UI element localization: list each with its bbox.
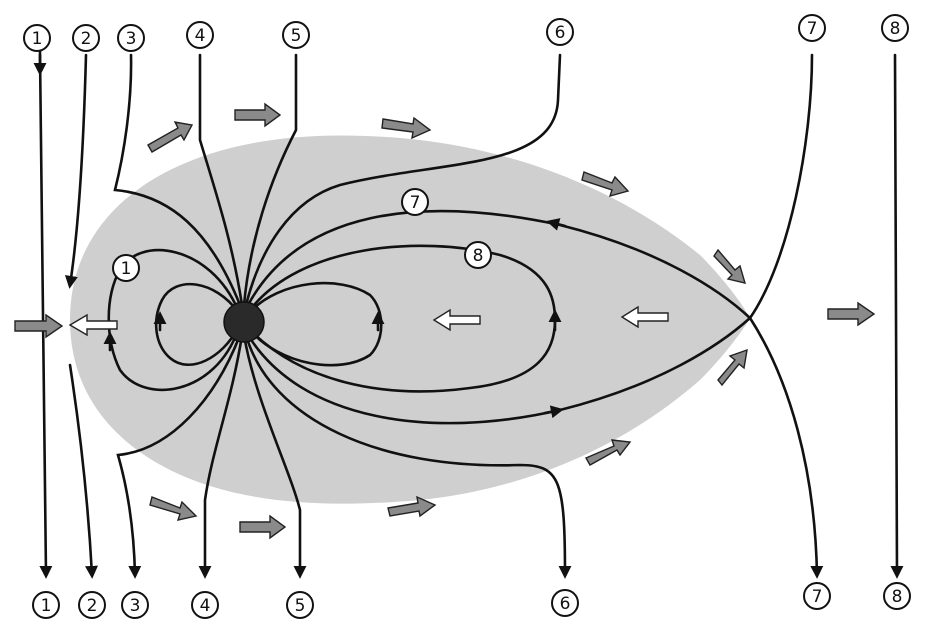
flow-arrow-top-1	[147, 121, 194, 153]
return-arrow-tail-near	[432, 308, 481, 332]
field-line-3-lower	[116, 333, 242, 579]
dipole-loop-left-outer	[107, 248, 240, 392]
top-label-2: 2	[72, 24, 100, 52]
field-line-7-top	[748, 53, 814, 320]
bottom-label-7: 7	[803, 582, 831, 610]
flow-arrow-bottom-2	[239, 514, 287, 540]
top-label-4: 4	[186, 21, 214, 49]
bottom-label-1: 1	[32, 591, 60, 619]
flow-arrow-bottom-4	[585, 439, 632, 466]
svg-text:3: 3	[130, 596, 141, 616]
plasma-return-flow-arrows	[68, 305, 669, 337]
bottom-label-4: 4	[191, 591, 219, 619]
field-line-7-inner-lower	[246, 316, 752, 425]
inner-label-8: 8	[464, 241, 492, 269]
field-line-1-outer	[38, 53, 53, 579]
svg-text:1: 1	[41, 596, 52, 616]
top-label-3: 3	[117, 24, 145, 52]
field-line-6-upper	[244, 53, 562, 307]
top-field-line-labels: 1 2 3 4 5 6 7 8	[23, 14, 909, 52]
inner-label-7: 7	[401, 188, 429, 216]
top-label-7: 7	[798, 14, 826, 42]
bottom-label-6: 6	[551, 589, 579, 617]
svg-text:8: 8	[473, 246, 484, 266]
svg-text:1: 1	[32, 29, 43, 49]
flow-arrow-bottom-3	[387, 495, 437, 518]
field-line-6-lower	[244, 333, 572, 579]
field-line-3-upper	[113, 53, 242, 307]
top-label-1: 1	[23, 24, 51, 52]
flow-arrow-right-outgoing	[827, 301, 876, 327]
field-line-7-arrow-upper	[546, 218, 567, 231]
field-line-7-arrow-lower	[543, 405, 564, 419]
top-label-5: 5	[282, 21, 310, 49]
top-label-6: 6	[546, 18, 574, 46]
flow-arrow-top-3	[381, 116, 432, 140]
dipole-loop-right-inner	[248, 281, 383, 367]
inner-label-1: 1	[112, 254, 140, 282]
svg-text:6: 6	[555, 23, 566, 43]
flow-arrow-top-5	[713, 248, 747, 284]
svg-text:4: 4	[195, 26, 206, 46]
bottom-field-line-labels: 1 2 3 4 5 6 7 8	[32, 582, 911, 619]
svg-text:8: 8	[890, 19, 901, 39]
bottom-label-5: 5	[286, 591, 314, 619]
dipole-loop-left-inner	[154, 282, 240, 366]
svg-text:7: 7	[807, 19, 818, 39]
bottom-label-2: 2	[78, 591, 106, 619]
svg-text:3: 3	[126, 29, 137, 49]
svg-text:1: 1	[121, 259, 132, 279]
field-line-4-upper	[198, 53, 244, 307]
flow-arrow-left-incoming	[14, 313, 64, 339]
field-line-7-bottom	[748, 316, 824, 579]
field-line-8	[890, 53, 904, 579]
field-line-2-lower	[68, 363, 99, 579]
flow-arrow-top-2	[234, 102, 282, 128]
field-line-2-upper	[64, 53, 88, 289]
svg-text:7: 7	[812, 587, 823, 607]
bottom-label-3: 3	[121, 591, 149, 619]
svg-text:5: 5	[291, 26, 302, 46]
svg-text:8: 8	[892, 587, 903, 607]
flow-arrow-bottom-1	[149, 496, 198, 521]
bottom-label-8: 8	[883, 582, 911, 610]
solar-wind-flow-arrows	[14, 102, 876, 540]
svg-text:2: 2	[81, 29, 92, 49]
field-line-7-inner-upper	[246, 209, 752, 320]
return-arrow-dayside	[68, 313, 118, 337]
top-label-8: 8	[881, 14, 909, 42]
svg-text:5: 5	[295, 596, 306, 616]
svg-text:6: 6	[560, 594, 571, 614]
svg-text:7: 7	[410, 193, 421, 213]
field-line-5-lower	[242, 333, 307, 579]
field-line-4-lower	[198, 333, 244, 579]
magnetosphere-region	[70, 135, 750, 504]
field-line-5-upper	[242, 53, 298, 307]
svg-text:4: 4	[200, 596, 211, 616]
flow-arrow-top-4	[581, 171, 630, 198]
planet	[223, 301, 265, 343]
svg-text:2: 2	[87, 596, 98, 616]
inner-field-line-labels: 1 7 8	[112, 188, 492, 282]
return-arrow-tail-far	[620, 305, 669, 329]
flow-arrow-bottom-5	[717, 348, 748, 387]
